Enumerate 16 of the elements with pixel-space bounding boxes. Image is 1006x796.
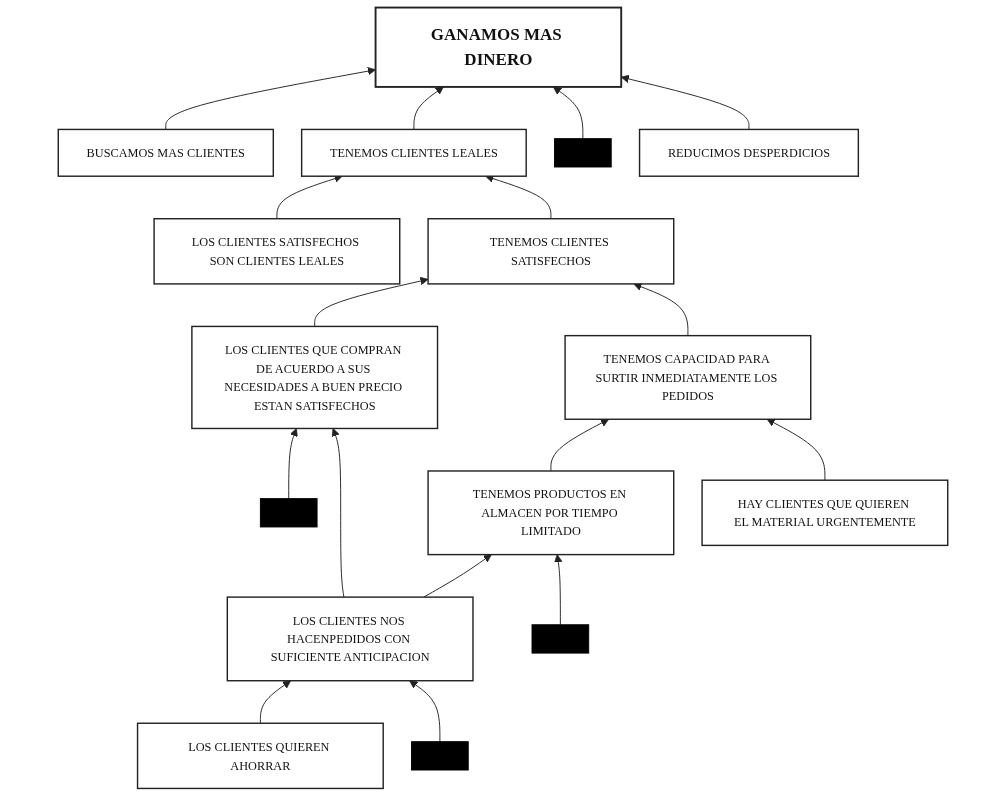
node-box: REDUCIMOS DESPERDICIOS [638, 128, 860, 177]
node-box: LOS CLIENTES QUE COMPRAN DE ACUERDO A SUS NECESIDADES A BUEN PRECIO ESTAN SATISFECHOS [191, 325, 439, 430]
node-box [531, 624, 590, 654]
node-box: LOS CLIENTES NOS HACENPEDIDOS CON SUFICIENTE ANTICIPACION [226, 596, 474, 682]
node-box: GANAMOS MAS DINERO [374, 6, 623, 88]
node-box [259, 498, 318, 528]
node-box: LOS CLIENTES QUIEREN AHORRAR [136, 722, 384, 790]
node-box: TENEMOS CLIENTES LEALES [300, 128, 527, 177]
node-box: BUSCAMOS MAS CLIENTES [57, 128, 274, 177]
node-box: HAY CLIENTES QUE QUIEREN EL MATERIAL URGENTEMENTE [701, 479, 949, 547]
node-box: TENEMOS CAPACIDAD PARA SURTIR INMEDIATAMENTE LOS PEDIDOS [564, 334, 812, 420]
node-box: LOS CLIENTES SATISFECHOS SON CLIENTES LEALES [153, 218, 401, 285]
node-box [411, 741, 469, 771]
node-box [554, 138, 612, 168]
node-box: TENEMOS CLIENTES SATISFECHOS [427, 218, 675, 285]
node-box: TENEMOS PRODUCTOS EN ALMACEN POR TIEMPO LIMITADO [427, 470, 675, 556]
